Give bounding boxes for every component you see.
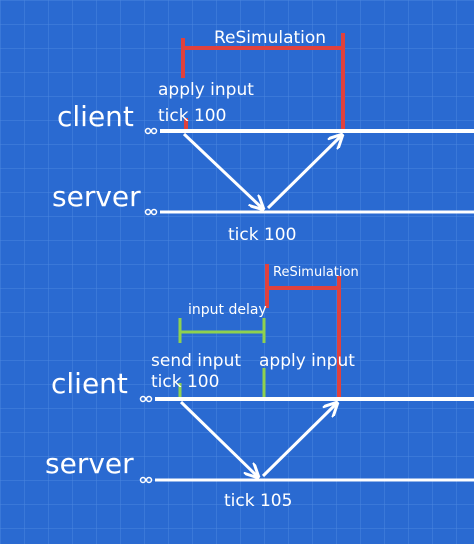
input-delay-label: input delay [188, 302, 267, 318]
bottom-server-to-client-arrow [261, 404, 336, 478]
bottom-send-tick-label: tick 100 [151, 372, 219, 392]
top-resimulation-label: ReSimulation [214, 28, 326, 48]
timeline-start-dot [145, 476, 153, 484]
top-client-label: client [57, 100, 134, 133]
top-diagram: ReSimulation apply input tick 100 client… [52, 28, 474, 245]
timeline-start-dot [144, 208, 152, 216]
bottom-input-delay-bracket [178, 318, 266, 398]
bottom-resimulation-bracket [265, 264, 341, 398]
top-server-to-client-arrow [266, 136, 341, 210]
bottom-client-label: client [51, 367, 128, 400]
top-server-timeline [144, 208, 474, 216]
bottom-server-tick-label: tick 105 [224, 491, 292, 511]
bottom-diagram: ReSimulation input delay send input tick… [45, 264, 474, 511]
top-client-timeline [144, 127, 474, 135]
bottom-apply-input-label: apply input [259, 351, 355, 371]
bottom-resimulation-label: ReSimulation [273, 265, 359, 280]
timeline-start-dot [139, 476, 147, 484]
bottom-send-input-label: send input [151, 351, 241, 371]
bottom-client-to-server-arrow [179, 400, 257, 476]
bottom-server-timeline [139, 476, 474, 484]
timeline-start-dot [144, 127, 152, 135]
timeline-start-dot [150, 127, 158, 135]
top-resimulation-bracket [181, 33, 345, 130]
top-server-label: server [52, 180, 141, 213]
top-tick-label: tick 100 [158, 106, 226, 126]
timeline-start-dot [145, 395, 153, 403]
top-apply-input-label: apply input [158, 80, 254, 100]
top-server-tick-label: tick 100 [228, 225, 296, 245]
timeline-start-dot [150, 208, 158, 216]
timeline-start-dot [139, 395, 147, 403]
bottom-server-label: server [45, 447, 134, 480]
bottom-client-timeline [139, 395, 474, 403]
top-client-to-server-arrow [182, 132, 262, 208]
